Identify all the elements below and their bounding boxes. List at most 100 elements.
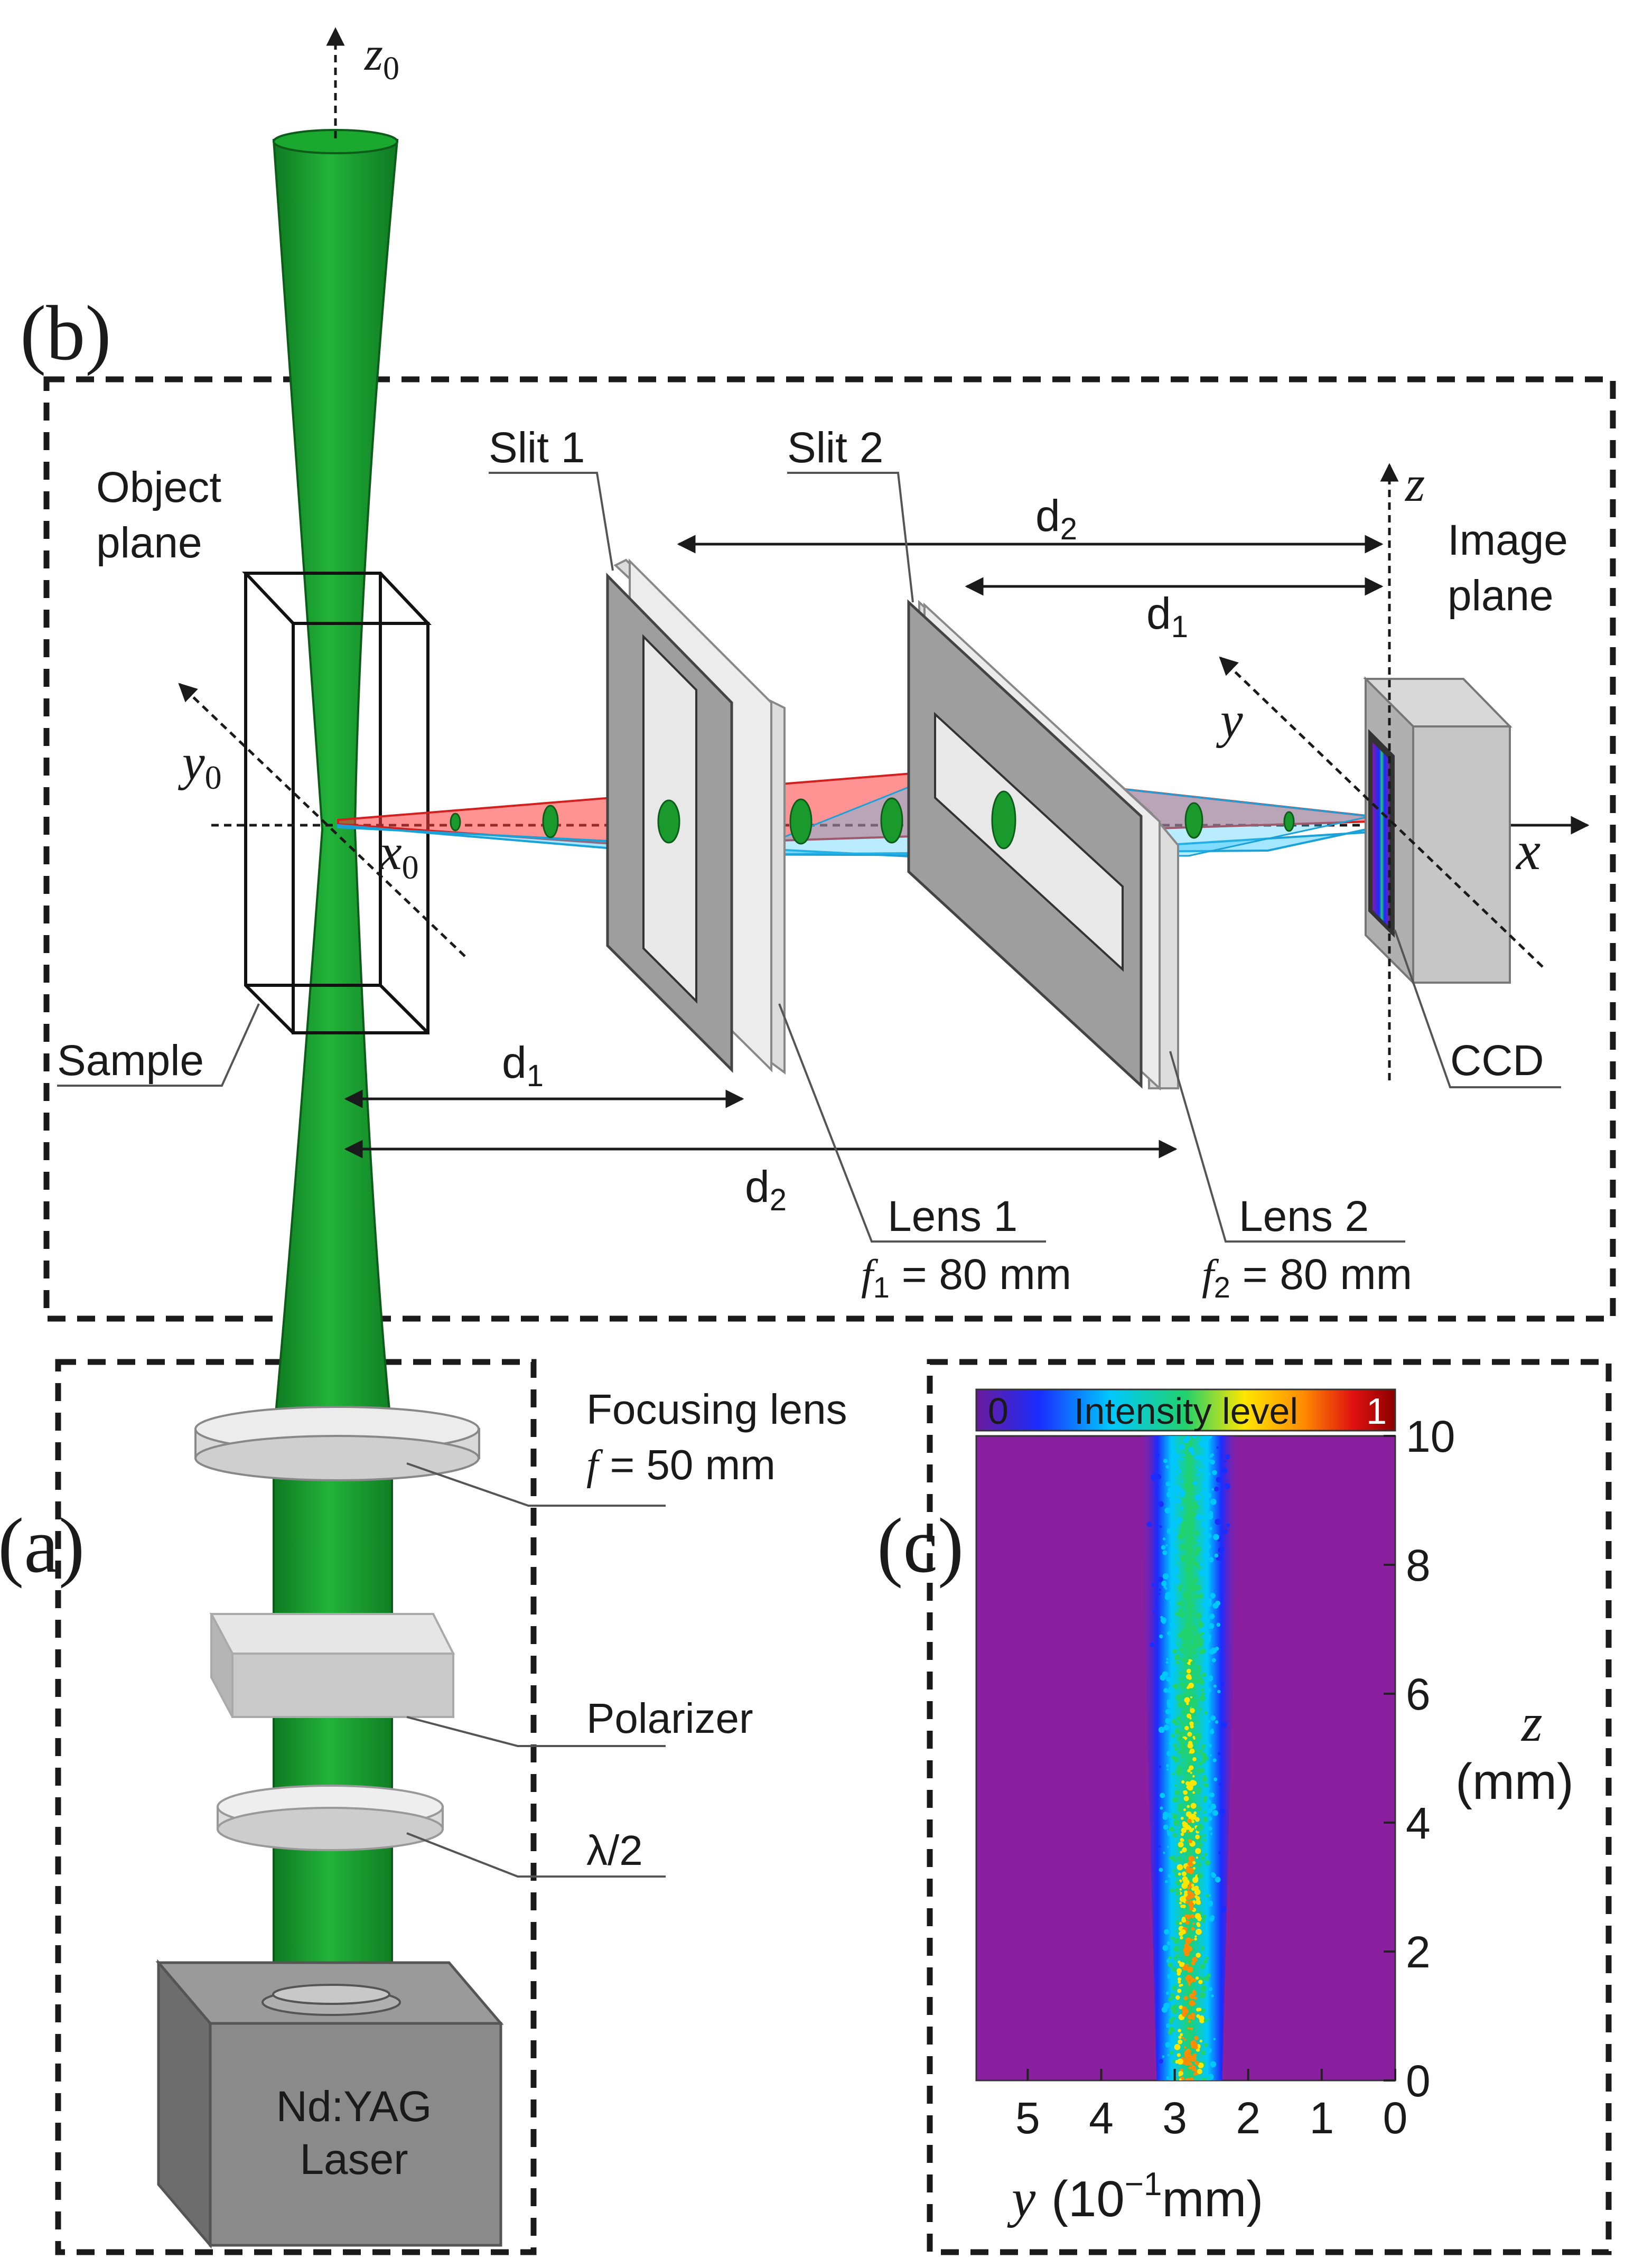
speckle-point xyxy=(1220,1722,1227,1728)
speckle-point xyxy=(1196,1890,1200,1894)
speckle-point xyxy=(1207,1816,1212,1821)
speckle-point xyxy=(1199,2018,1205,2023)
speckle-point xyxy=(1188,1901,1194,1908)
speckle-point xyxy=(1166,1700,1173,1706)
y0-axis-label: y0 xyxy=(178,734,222,796)
speckle-point xyxy=(1188,1505,1193,1510)
speckle-point xyxy=(1196,1514,1202,1520)
speckle-point xyxy=(1167,1831,1173,1836)
speckle-point xyxy=(1180,1832,1184,1836)
speckle-point xyxy=(1178,1872,1181,1876)
speckle-point xyxy=(1197,1823,1204,1830)
speckle-point xyxy=(1192,1956,1198,1963)
speckle-point xyxy=(1189,1602,1193,1607)
x-tick-label: 5 xyxy=(1015,2093,1040,2143)
speckle-point xyxy=(1225,1454,1230,1460)
speckle-point xyxy=(1207,1900,1213,1907)
speckle-point xyxy=(1170,1855,1176,1861)
speckle-point xyxy=(1203,1601,1210,1608)
speckle-point xyxy=(1154,1452,1160,1458)
speckle-point xyxy=(1185,1937,1192,1944)
speckle-point xyxy=(1202,1816,1209,1822)
speckle-point xyxy=(1187,1483,1192,1487)
speckle-point xyxy=(1156,1486,1159,1488)
speckle-point xyxy=(1176,1602,1180,1606)
z-tick-label: 2 xyxy=(1406,1927,1431,1977)
speckle-point xyxy=(1173,1548,1176,1552)
speckle-point xyxy=(1190,1661,1196,1666)
speckle-point xyxy=(1192,1978,1197,1982)
speckle-point xyxy=(1171,1628,1173,1631)
speckle-point xyxy=(1179,1901,1182,1905)
speckle-point xyxy=(1190,1771,1192,1774)
speckle-point xyxy=(1189,1906,1194,1911)
speckle-point xyxy=(1166,1491,1173,1498)
speckle-point xyxy=(1200,1633,1203,1636)
speckle-point xyxy=(1210,1498,1217,1505)
speckle-point xyxy=(1179,2005,1183,2010)
focusing-lens-label: Focusing lens xyxy=(586,1386,847,1433)
speckle-point xyxy=(1180,1838,1184,1842)
speckle-point xyxy=(1194,1739,1199,1744)
speckle-point xyxy=(1165,1709,1171,1714)
speckle-point xyxy=(1150,1642,1155,1647)
speckle-point xyxy=(1165,1591,1172,1598)
speckle-point xyxy=(1195,1530,1198,1533)
speckle-point xyxy=(1196,2014,1200,2018)
speckle-point xyxy=(1200,1616,1207,1622)
speckle-point xyxy=(1217,1690,1221,1694)
d1-image-label: d1 xyxy=(1146,589,1188,644)
speckle-point xyxy=(1198,1761,1202,1766)
speckle-point xyxy=(1153,1610,1155,1613)
speckle-point xyxy=(1195,1976,1199,1980)
speckle-point xyxy=(1176,1716,1182,1721)
speckle-point xyxy=(1218,1851,1222,1855)
speckle-point xyxy=(1174,1729,1181,1735)
speckle-point xyxy=(1172,1796,1179,1803)
z-tick-label: 4 xyxy=(1406,1798,1431,1848)
x-tick-label: 1 xyxy=(1310,2093,1334,2143)
colorbar-title: Intensity level xyxy=(1074,1390,1298,1432)
speckle-point xyxy=(1208,1651,1211,1654)
speckle-point xyxy=(1194,2036,1197,2039)
speckle-point xyxy=(1202,1480,1208,1486)
speckle-point xyxy=(1193,1561,1200,1567)
speckle-point xyxy=(1190,1653,1193,1655)
speckle-point xyxy=(1166,1658,1169,1660)
speckle-point xyxy=(1177,1557,1180,1561)
speckle-point xyxy=(1197,1863,1202,1868)
speckle-point xyxy=(1176,1517,1182,1523)
speckle-point xyxy=(1174,1465,1179,1470)
speckle-point xyxy=(1188,1646,1192,1651)
speckle-point xyxy=(1216,1477,1222,1483)
speckle-point xyxy=(1163,1724,1170,1731)
x-tick-label: 0 xyxy=(1383,2093,1408,2143)
speckle-point xyxy=(1193,1737,1196,1740)
speckle-point xyxy=(1188,1976,1191,1980)
x-tick-label: 2 xyxy=(1236,2093,1260,2143)
speckle-point xyxy=(1197,1873,1203,1879)
z-tick-label: 8 xyxy=(1406,1541,1431,1590)
speckle-point xyxy=(1196,1953,1201,1958)
speckle-point xyxy=(1180,1744,1185,1750)
speckle-point xyxy=(1184,1483,1187,1486)
speckle-point xyxy=(1193,1694,1197,1697)
z-axis-title-unit: (mm) xyxy=(1455,1753,1574,1810)
speckle-point xyxy=(1187,1560,1192,1566)
speckle-point xyxy=(1166,1941,1171,1946)
speckle-point xyxy=(1172,1537,1176,1541)
speckle-point xyxy=(1146,1522,1152,1527)
speckle-point xyxy=(1171,1966,1177,1972)
speckle-point xyxy=(1189,1634,1194,1639)
speckle-point xyxy=(1184,1658,1189,1663)
speckle-point xyxy=(1184,1566,1191,1572)
z-tick-label: 10 xyxy=(1406,1412,1455,1461)
speckle-point xyxy=(1189,1717,1192,1720)
speckle-point xyxy=(1191,1541,1194,1544)
speckle-point xyxy=(1200,1985,1207,1992)
speckle-point xyxy=(1175,1694,1182,1701)
speckle-point xyxy=(1206,1893,1209,1898)
speckle-point xyxy=(1185,1622,1190,1627)
speckle-point xyxy=(1202,1783,1206,1786)
